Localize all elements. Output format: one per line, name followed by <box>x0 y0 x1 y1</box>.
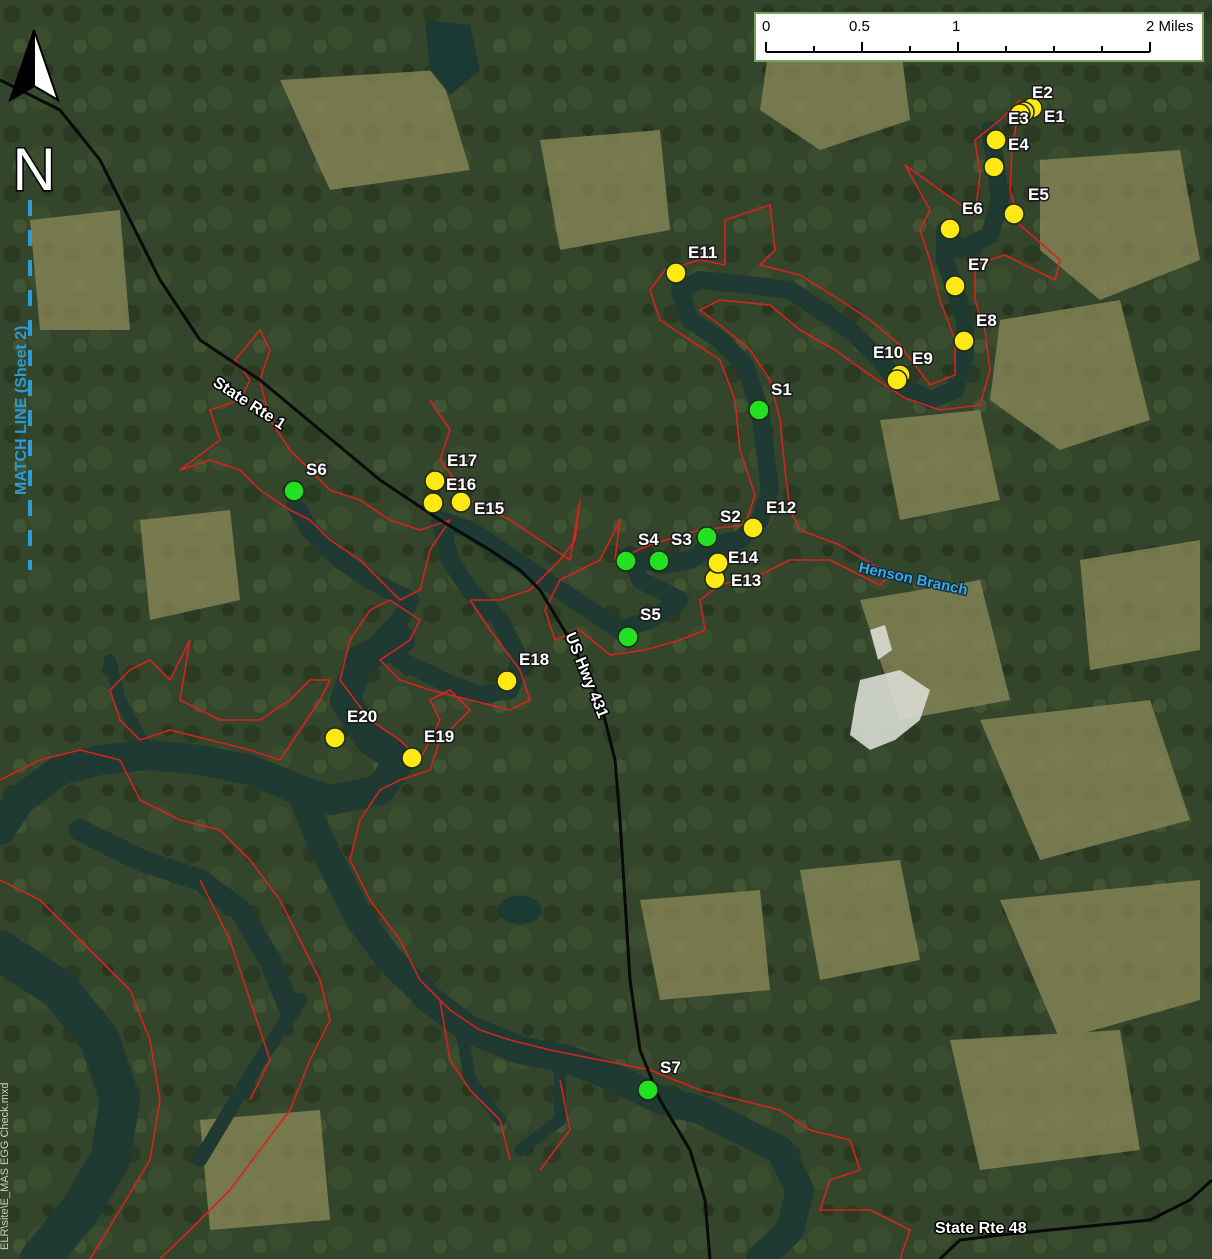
point-label-e13: E13 <box>731 571 761 590</box>
point-marker-e15[interactable] <box>450 491 472 513</box>
roads <box>0 78 1212 1259</box>
point-label-s5: S5 <box>640 605 661 624</box>
point-label-e4: E4 <box>1008 135 1029 154</box>
point-marker-e18[interactable] <box>496 670 518 692</box>
point-marker-unlabeled[interactable] <box>983 156 1005 178</box>
point-marker-e11[interactable] <box>665 262 687 284</box>
point-label-e7: E7 <box>968 255 989 274</box>
point-label-e10: E10 <box>873 343 903 362</box>
point-label-e20: E20 <box>347 707 377 726</box>
point-marker-s2[interactable] <box>696 526 718 548</box>
point-marker-e20[interactable] <box>324 727 346 749</box>
point-marker-e12[interactable] <box>742 517 764 539</box>
point-marker-e3[interactable] <box>1009 103 1031 125</box>
point-label-e18: E18 <box>519 650 549 669</box>
point-label-e3: E3 <box>1008 109 1029 128</box>
side-note: ELR\site\E_MAS EGG Check.mxd <box>0 1083 11 1251</box>
point-label-e1: E1 <box>1044 107 1065 126</box>
point-marker-e16[interactable] <box>422 492 444 514</box>
scale-bar-graphic <box>765 42 1151 53</box>
point-label-e2: E2 <box>1032 83 1053 102</box>
point-label-e12: E12 <box>766 498 796 517</box>
scale-tick-1-mile: 1 <box>952 18 961 35</box>
match-line: MATCH LINE (Sheet 2) <box>13 200 32 570</box>
point-marker-e7[interactable] <box>944 275 966 297</box>
point-marker-e10[interactable] <box>886 369 908 391</box>
scale-bar: 0 0.5 1 2 Miles <box>754 12 1204 62</box>
road-state-rte-1 <box>0 78 712 1259</box>
point-label-s1: S1 <box>771 380 792 399</box>
scale-tick-0: 0 <box>762 18 771 35</box>
point-marker-s6[interactable] <box>283 480 305 502</box>
point-label-s2: S2 <box>720 507 741 526</box>
point-label-e9: E9 <box>912 349 933 368</box>
scale-tick-half-mile: 0.5 <box>849 18 870 35</box>
point-marker-e14[interactable] <box>707 552 729 574</box>
point-label-e6: E6 <box>962 199 983 218</box>
point-label-e17: E17 <box>447 451 477 470</box>
point-label-e11: E11 <box>688 243 717 262</box>
point-marker-s5[interactable] <box>617 626 639 648</box>
point-label-e15: E15 <box>474 499 504 518</box>
road-state-rte-48 <box>938 1178 1212 1259</box>
point-marker-e4[interactable] <box>985 129 1007 151</box>
point-marker-e5[interactable] <box>1003 203 1025 225</box>
yellow-sample-points: E1E2E3E4E5E6E7E8E9E10E11E12E13E14E15E16E… <box>324 82 1066 769</box>
point-marker-e6[interactable] <box>939 218 961 240</box>
point-label-s6: S6 <box>306 460 327 479</box>
point-marker-s3[interactable] <box>648 550 670 572</box>
north-arrow-letter: N <box>12 136 55 203</box>
point-marker-s7[interactable] <box>637 1079 659 1101</box>
point-label-e5: E5 <box>1028 185 1049 204</box>
open-fields <box>30 40 1200 1230</box>
point-label-e8: E8 <box>976 311 997 330</box>
point-label-e19: E19 <box>424 727 454 746</box>
scale-tick-2-miles: 2 Miles <box>1146 18 1194 35</box>
point-label-e16: E16 <box>446 475 476 494</box>
river <box>0 121 1009 1259</box>
quarry-area <box>850 625 930 750</box>
ponds <box>425 20 542 924</box>
point-marker-s1[interactable] <box>748 399 770 421</box>
point-label-s7: S7 <box>660 1058 681 1077</box>
label-state-rte-48: State Rte 48 <box>935 1220 1027 1237</box>
point-marker-e19[interactable] <box>401 747 423 769</box>
point-marker-e8[interactable] <box>953 330 975 352</box>
point-marker-s4[interactable] <box>615 550 637 572</box>
north-arrow-icon: N <box>8 29 60 205</box>
match-line-label: MATCH LINE (Sheet 2) <box>13 326 30 495</box>
point-marker-e17[interactable] <box>424 470 446 492</box>
point-label-e14: E14 <box>728 548 759 567</box>
point-label-s4: S4 <box>638 530 659 549</box>
point-label-s3: S3 <box>671 530 692 549</box>
